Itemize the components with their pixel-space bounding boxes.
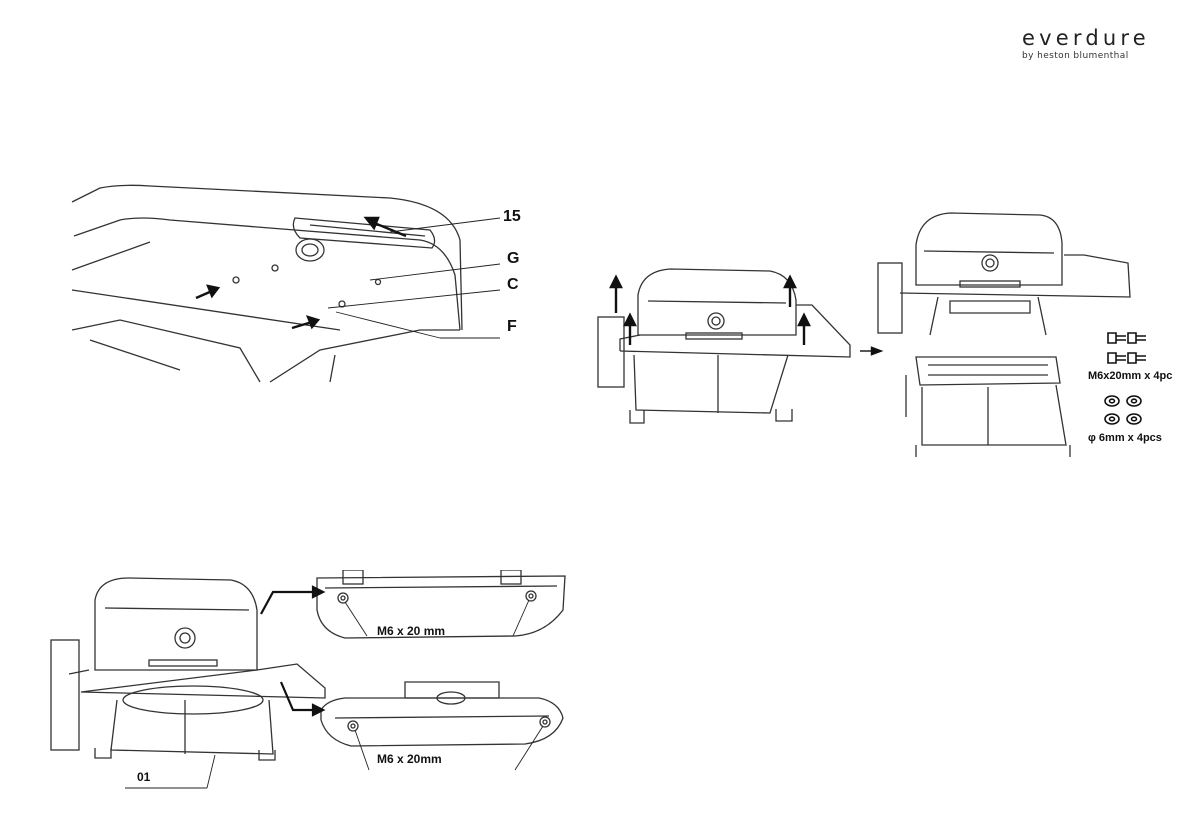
panel-mount-screws: M6 x 20 mm M6 x 20mm 01 [45,570,575,800]
brand-logo: everdure by heston blumenthal [1022,26,1172,61]
screws-label: M6x20mm x 4pc [1088,370,1172,382]
part-label-f: F [507,318,517,336]
mount-screws-illustration [45,570,575,800]
brand-name: everdure [1022,26,1172,50]
part-label-c: C [507,276,519,294]
part-label-15: 15 [503,208,521,226]
part-label-01: 01 [137,770,150,784]
part-label-g: G [507,250,519,268]
panel-lid-detail: 15 G C F [60,180,540,390]
grill-removal-illustration [590,205,1170,460]
screw-label-top: M6 x 20 mm [377,624,445,638]
screw-label-bottom: M6 x 20mm [377,752,442,766]
lid-detail-illustration [60,180,540,390]
panel-grill-removal: M6x20mm x 4pc φ 6mm x 4pcs [590,205,1170,460]
brand-subtitle: by heston blumenthal [1022,51,1172,61]
washers-label: φ 6mm x 4pcs [1088,432,1162,444]
